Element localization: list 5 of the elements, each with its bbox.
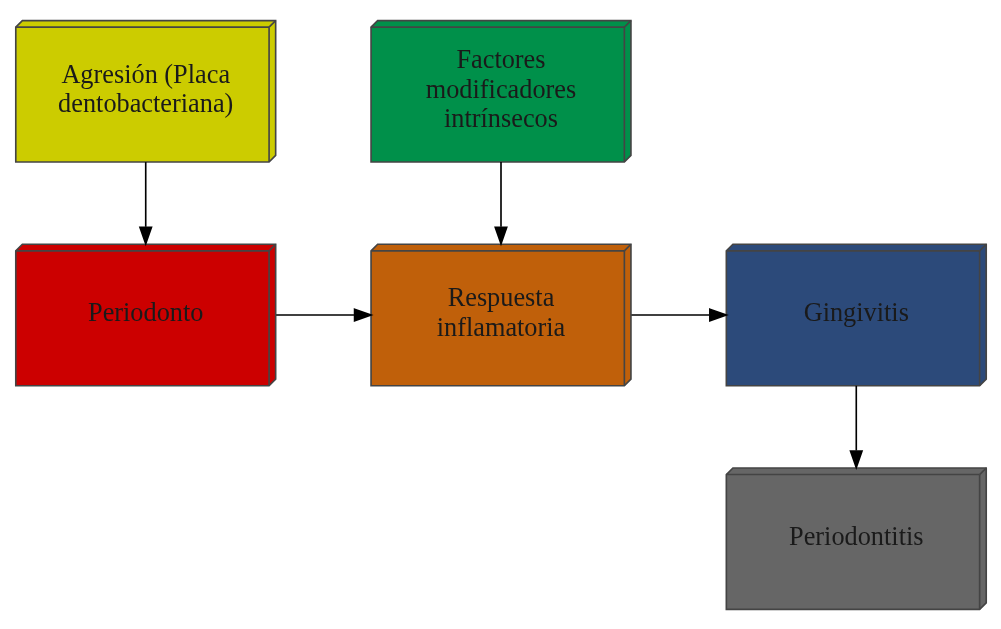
arrow: [848, 384, 863, 470]
arrow: [274, 307, 373, 322]
arrow: [138, 160, 153, 246]
arrow: [493, 160, 508, 246]
arrow: [630, 307, 729, 322]
